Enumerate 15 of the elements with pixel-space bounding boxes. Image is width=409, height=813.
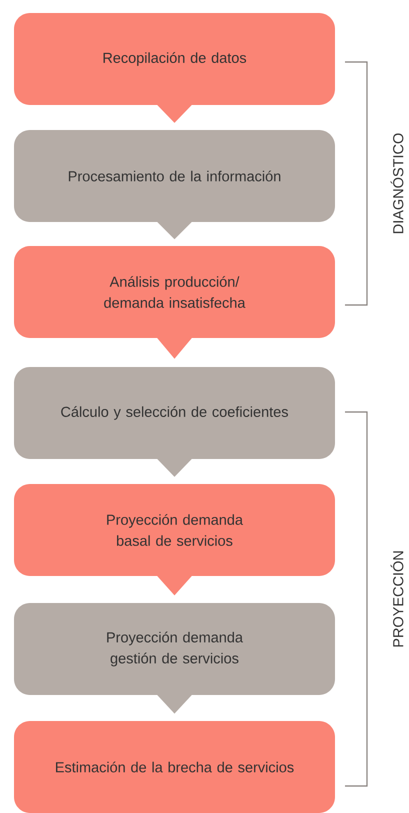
process-box: Proyección demanda basal de servicios — [14, 484, 335, 576]
process-box: Proyección demanda gestión de servicios — [14, 603, 335, 695]
section-label: DIAGNÓSTICO — [390, 133, 404, 234]
pointer-arrow — [156, 337, 192, 359]
process-box: Análisis producción/ demanda insatisfecha — [14, 246, 335, 338]
process-box: Procesamiento de la información — [14, 130, 335, 222]
pointer-arrow — [156, 221, 192, 240]
section-label: PROYECCIÓN — [390, 551, 404, 647]
pointer-arrow — [156, 458, 192, 477]
process-box: Estimación de la brecha de servicios — [14, 721, 335, 813]
process-box: Recopilación de datos — [14, 13, 335, 105]
pointer-arrow — [156, 104, 192, 123]
process-box: Cálculo y selección de coeficientes — [14, 367, 335, 459]
pointer-arrow — [156, 575, 192, 596]
pointer-arrow — [156, 694, 192, 714]
